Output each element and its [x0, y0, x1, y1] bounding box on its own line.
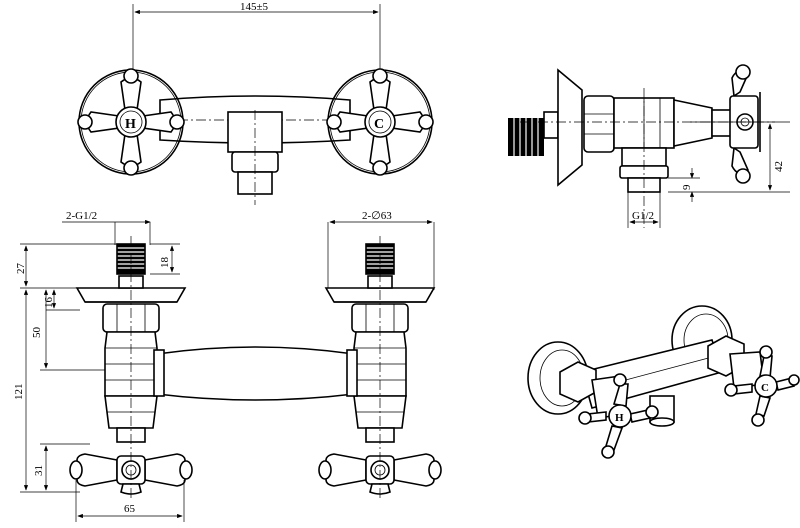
- iso-hot-label: H: [615, 412, 624, 424]
- dim-16: 16: [43, 297, 55, 309]
- side-flange: [557, 68, 583, 187]
- top-view: 145±5 H C: [77, 1, 434, 205]
- dim-9: 9: [681, 184, 693, 190]
- dim-121: 121: [13, 384, 25, 401]
- front-view: 2-G1/2 2-∅63 27 18 16: [13, 210, 442, 522]
- dim-g12-side: G1/2: [632, 210, 654, 222]
- isometric-view: H C: [527, 305, 800, 459]
- dim-31: 31: [33, 465, 45, 476]
- dim-50: 50: [31, 327, 43, 339]
- front-connecting-pipe: [156, 346, 355, 401]
- side-hex: [583, 95, 615, 153]
- dim-18: 18: [159, 257, 171, 269]
- cold-label: C: [374, 117, 384, 132]
- dim-diameter-top: 2-∅63: [362, 210, 392, 222]
- dim-center-distance: 145±5: [240, 1, 269, 13]
- iso-cold-label: C: [761, 382, 769, 394]
- dim-27: 27: [15, 263, 27, 275]
- dim-42: 42: [773, 161, 785, 172]
- dim-thread-top: 2-G1/2: [66, 210, 97, 222]
- side-view: 42 9 G1/2: [508, 64, 790, 228]
- dim-65: 65: [124, 503, 136, 515]
- hot-label: H: [125, 117, 136, 132]
